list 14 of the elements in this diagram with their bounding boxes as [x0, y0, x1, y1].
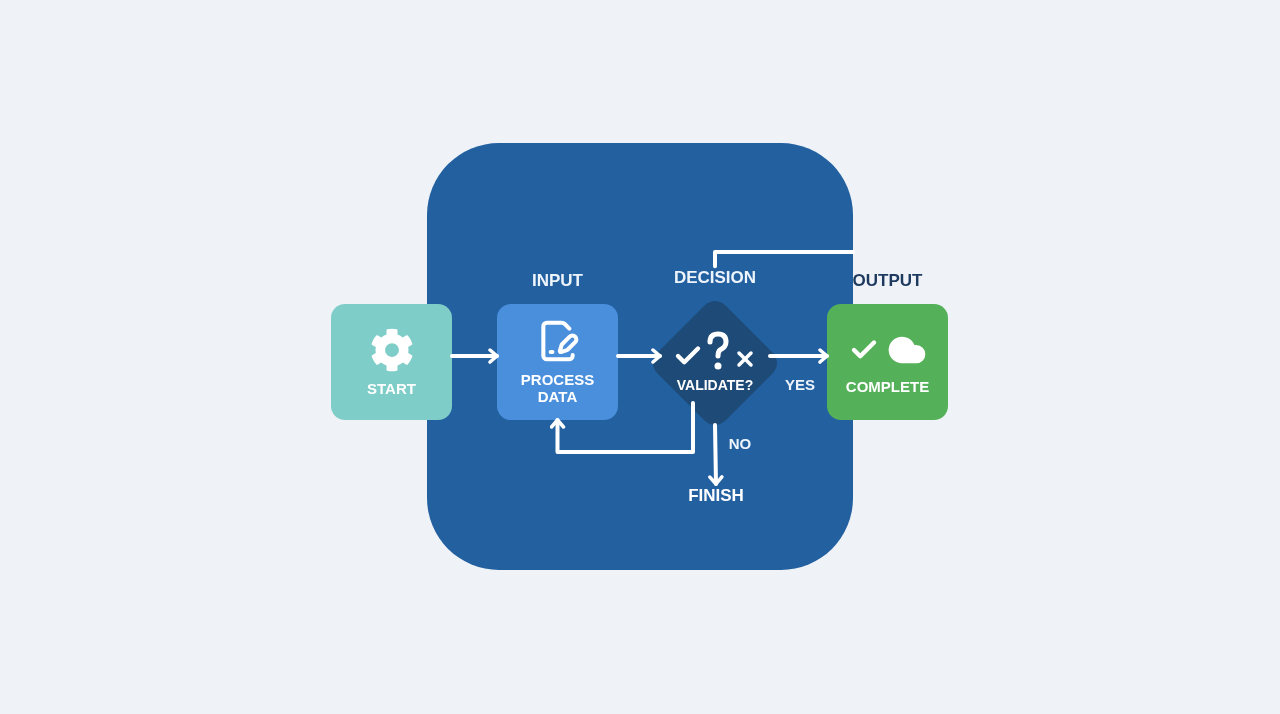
box-label: PROCESS DATA	[519, 371, 596, 405]
arrow	[708, 423, 724, 486]
node-heading: INPUT	[532, 270, 583, 292]
box-label: COMPLETE	[844, 377, 931, 395]
arrow	[768, 348, 829, 364]
node-heading: DECISION	[673, 267, 757, 289]
node-label: FINISH	[671, 484, 761, 508]
box-label: START	[366, 379, 417, 397]
node-heading: OUTPUT	[852, 270, 923, 292]
arrow	[549, 401, 695, 454]
arrow	[450, 348, 499, 364]
connector-line	[713, 250, 855, 269]
diamond-label: VALIDATE?	[676, 375, 754, 395]
arrow	[616, 348, 662, 364]
